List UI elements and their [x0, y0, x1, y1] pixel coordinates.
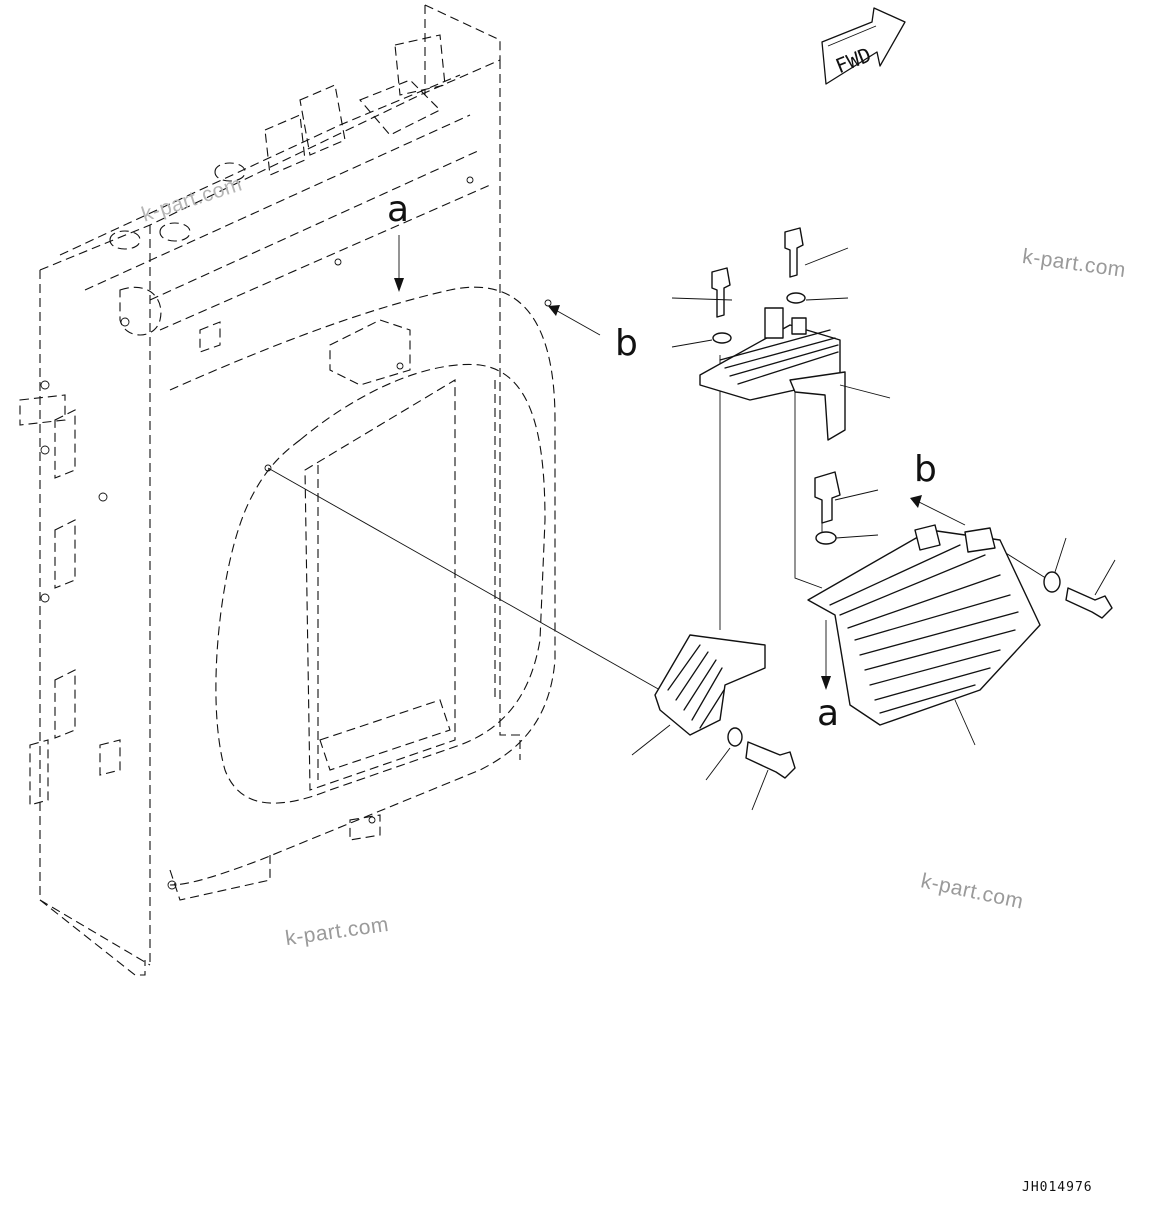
callout-a-bottom: a	[817, 693, 840, 734]
callout-b-left: b	[615, 323, 638, 364]
middle-bolt	[814, 471, 879, 545]
callout-b-right: b	[914, 449, 937, 490]
radiator-frame	[19, 4, 556, 976]
right-finned-guard	[807, 524, 1116, 746]
callout-a-top: a	[387, 189, 410, 230]
top-bolts	[671, 227, 891, 399]
drawing-code: JH014976	[1022, 1180, 1093, 1195]
lower-finned-guard	[631, 634, 796, 811]
callout-arrows	[394, 235, 966, 690]
fwd-direction-arrow	[821, 7, 906, 85]
assembly-lines	[267, 355, 1053, 691]
upper-cover-bracket	[699, 307, 846, 441]
